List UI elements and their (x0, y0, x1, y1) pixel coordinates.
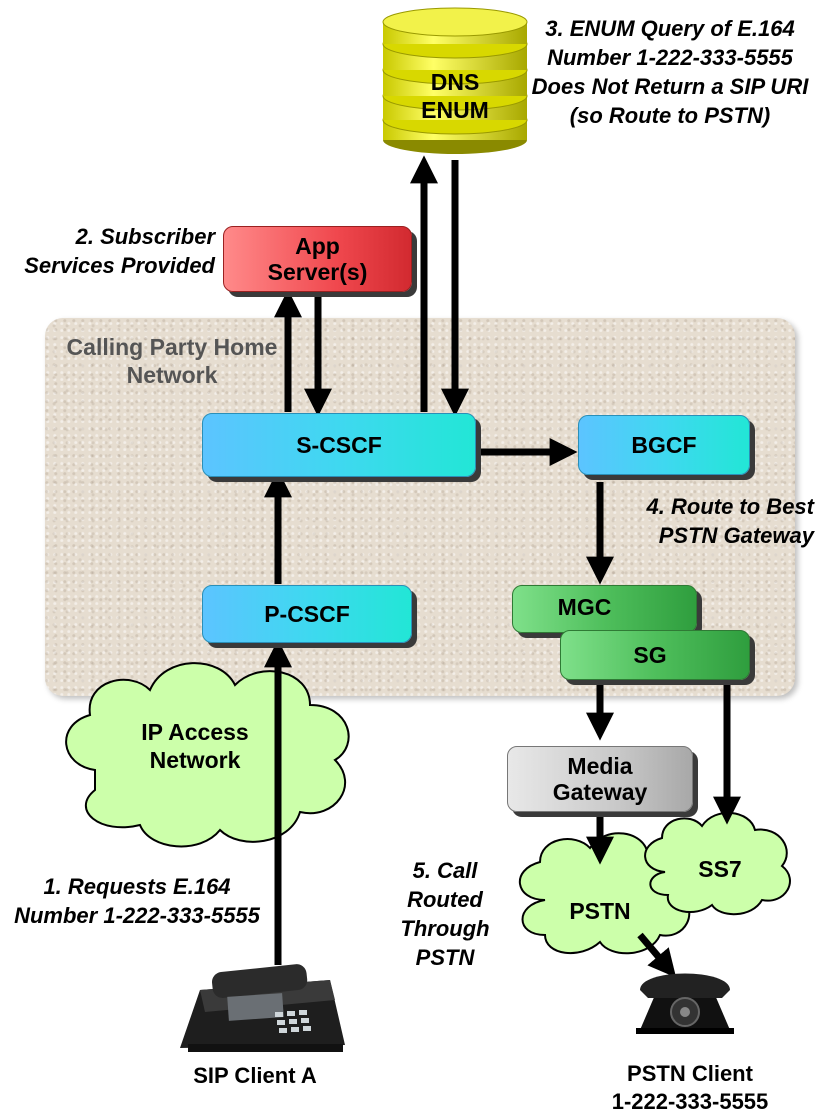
step-5-note: 5. Call Routed Through PSTN (400, 858, 490, 970)
dns-enum-database (382, 7, 528, 154)
step-2-note: 2. Subscriber Services Provided (24, 224, 215, 278)
pstn-client-caption: PSTN Client (627, 1061, 753, 1086)
sg-node: SG (560, 630, 750, 680)
p-cscf-node: P-CSCF (202, 585, 412, 643)
flow-arrows (264, 155, 741, 978)
bgcf-label: BGCF (631, 432, 697, 458)
media-gateway-node: Media Gateway (507, 746, 693, 812)
app-server-label: App Server(s) (267, 233, 368, 285)
step-3-note: 3. ENUM Query of E.164 Number 1-222-333-… (531, 16, 809, 128)
media-gateway-label: Media Gateway (552, 753, 648, 805)
bgcf-node: BGCF (578, 415, 750, 475)
step-1-note: 1. Requests E.164 Number 1-222-333-5555 (14, 874, 260, 928)
sip-client-caption: SIP Client A (193, 1063, 317, 1088)
ip-access-network-label: IP Access Network (141, 719, 249, 773)
pstn-client-number: 1-222-333-5555 (611, 1089, 769, 1114)
ss7-cloud (644, 811, 791, 916)
s-cscf-label: S-CSCF (296, 432, 382, 458)
rotary-phone-icon (636, 973, 734, 1034)
s-cscf-node: S-CSCF (202, 413, 476, 477)
home-network-area (45, 318, 795, 696)
dns-enum-label: DNS ENUM (421, 69, 489, 123)
step-4-note: 4. Route to Best PSTN Gateway (646, 494, 814, 548)
ss7-label: SS7 (698, 856, 742, 882)
mgc-label: MGC (557, 594, 612, 620)
sg-label: SG (633, 642, 667, 668)
sip-phone-icon (180, 964, 345, 1052)
p-cscf-label: P-CSCF (264, 601, 350, 627)
pstn-label: PSTN (569, 898, 631, 924)
home-network-label: Calling Party Home Network (66, 334, 278, 388)
app-server-node: App Server(s) (223, 226, 412, 292)
mgc-node: MGC (512, 585, 697, 633)
